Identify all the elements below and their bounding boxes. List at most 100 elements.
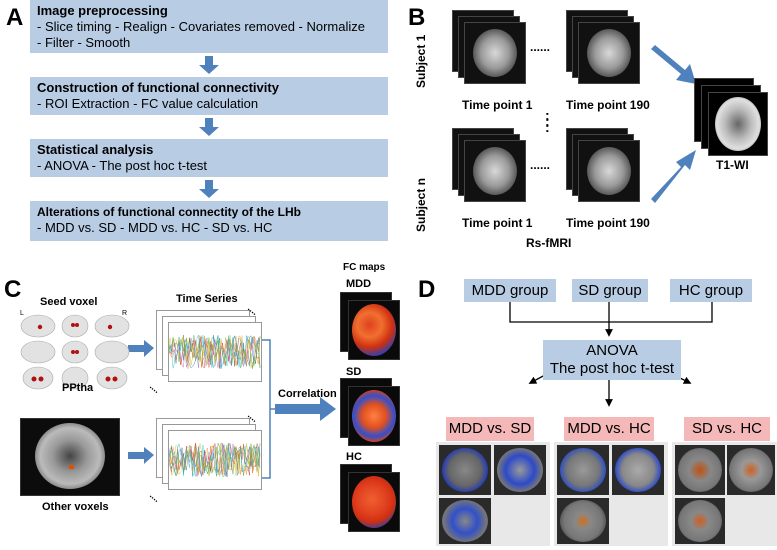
fc-maps-label: FC maps [343, 262, 386, 273]
fc-mdd-label: MDD [346, 278, 372, 290]
fc-sd-label: SD [346, 366, 362, 378]
panel-label-a: A [6, 4, 24, 31]
panel-label-d: D [418, 276, 436, 303]
brain-image [587, 147, 631, 195]
fc-hc-front [348, 472, 400, 532]
panel-label-b: B [408, 4, 426, 31]
brain-image [715, 97, 761, 151]
construction-box: Construction of functional connectivity … [30, 77, 388, 115]
seed-voxel-label: Seed voxel [40, 296, 98, 308]
fc-sd-front [348, 386, 400, 446]
brain-image [615, 448, 661, 492]
ts-trace [169, 443, 261, 478]
alterations-title: Alterations of functional connectity of … [37, 205, 301, 219]
tp190-bottom-label: Time point 190 [566, 216, 650, 230]
fc-map-image [352, 304, 396, 356]
contrast-mdd-hc: MDD vs. HC [564, 417, 654, 441]
mri-s1-t190 [578, 22, 640, 84]
arrow-b-top [651, 45, 696, 84]
arrow-c-seed [128, 340, 154, 357]
contrast-sd-hc: SD vs. HC [684, 417, 770, 441]
result-panel-mdd-hc [554, 442, 668, 546]
construction-title: Construction of functional connectivity [37, 80, 279, 95]
result-panel-mdd-sd [436, 442, 550, 546]
anova-box: ANOVA The post hoc t-test [543, 340, 681, 380]
slice-sagittal [675, 445, 725, 495]
ts-bottom-front [168, 430, 262, 490]
preprocessing-box: Image preprocessing - Slice timing - Rea… [30, 0, 388, 53]
tp1-bottom-label: Time point 1 [462, 216, 533, 230]
arrow-a1 [199, 56, 219, 74]
slice-axial [675, 498, 725, 544]
ts-signal [169, 334, 261, 370]
correlation-label: Correlation [278, 388, 337, 400]
ts-trace [169, 336, 261, 368]
fc-mdd-front [348, 300, 400, 360]
brain-image [497, 448, 543, 492]
slice-axial [557, 498, 609, 544]
slice-axial [439, 498, 491, 544]
panel-label-c: C [4, 276, 22, 303]
statistical-box: Statistical analysis - ANOVA - The post … [30, 139, 388, 177]
t1-label: T1-WI [716, 158, 749, 172]
subject1-label: Subject 1 [414, 34, 428, 88]
brain-image [442, 448, 488, 492]
seed-brain-renders [20, 314, 130, 390]
brain-image [560, 448, 606, 492]
arrow-a3 [199, 180, 219, 198]
other-voxels-label: Other voxels [42, 501, 109, 513]
brain-image [678, 448, 722, 492]
brain-image [678, 500, 722, 542]
brain-image [729, 448, 773, 492]
slice-coronal [612, 445, 664, 495]
arrow-c-other [128, 447, 154, 464]
preprocessing-title: Image preprocessing [37, 3, 168, 18]
dots-vertical: ::: [545, 107, 550, 135]
fc-map-image [352, 390, 396, 442]
mri-sn-t1 [464, 140, 526, 202]
corner-r: R [122, 310, 128, 317]
pptha-label: PPtha [62, 382, 94, 394]
time-series-label: Time Series [176, 293, 238, 305]
ts-signal [169, 442, 261, 478]
ts-trace [169, 442, 261, 477]
dots-bottom: ...... [530, 158, 551, 172]
arrow-b-bottom [651, 150, 696, 203]
preprocessing-line1: - Slice timing - Realign - Covariates re… [37, 19, 365, 34]
t1-image [708, 92, 768, 156]
ts-top-front [168, 322, 262, 382]
mdd-group-box: MDD group [464, 279, 556, 302]
statistical-title: Statistical analysis [37, 142, 154, 157]
coronal-mri [20, 418, 120, 496]
fc-map-image [352, 476, 396, 528]
preprocessing-line2: - Filter - Smooth [37, 35, 131, 50]
mri-s1-t1 [464, 22, 526, 84]
construction-line1: - ROI Extraction - FC value calculation [37, 96, 259, 111]
ts-trace [169, 443, 261, 477]
slice-sagittal [439, 445, 491, 495]
brain-image [35, 423, 105, 489]
ts-trace [169, 334, 261, 368]
subjectn-label: Subject n [414, 177, 428, 232]
anova-line1: ANOVA [586, 342, 638, 359]
arrow-a2 [199, 118, 219, 136]
hc-group-box: HC group [670, 279, 752, 302]
rs-fmri-label: Rs-fMRI [526, 236, 572, 250]
dots-top: ...... [530, 40, 551, 54]
slice-coronal [727, 445, 775, 495]
slice-coronal [494, 445, 546, 495]
brain-image [560, 500, 606, 542]
arrow-c-correlation [275, 397, 336, 421]
statistical-line1: - ANOVA - The post hoc t-test [37, 158, 208, 173]
ts-trace [169, 334, 261, 370]
slice-sagittal [557, 445, 609, 495]
tp1-top-label: Time point 1 [462, 98, 533, 112]
alterations-line1: - MDD vs. SD - MDD vs. HC - SD vs. HC [37, 220, 273, 235]
brain-image [473, 147, 517, 195]
anova-line2: The post hoc t-test [549, 360, 675, 377]
result-panel-sd-hc [672, 442, 777, 546]
contrast-mdd-sd: MDD vs. SD [446, 417, 534, 441]
corner-l: L [20, 310, 24, 317]
alterations-box: Alterations of functional connectity of … [30, 201, 388, 241]
